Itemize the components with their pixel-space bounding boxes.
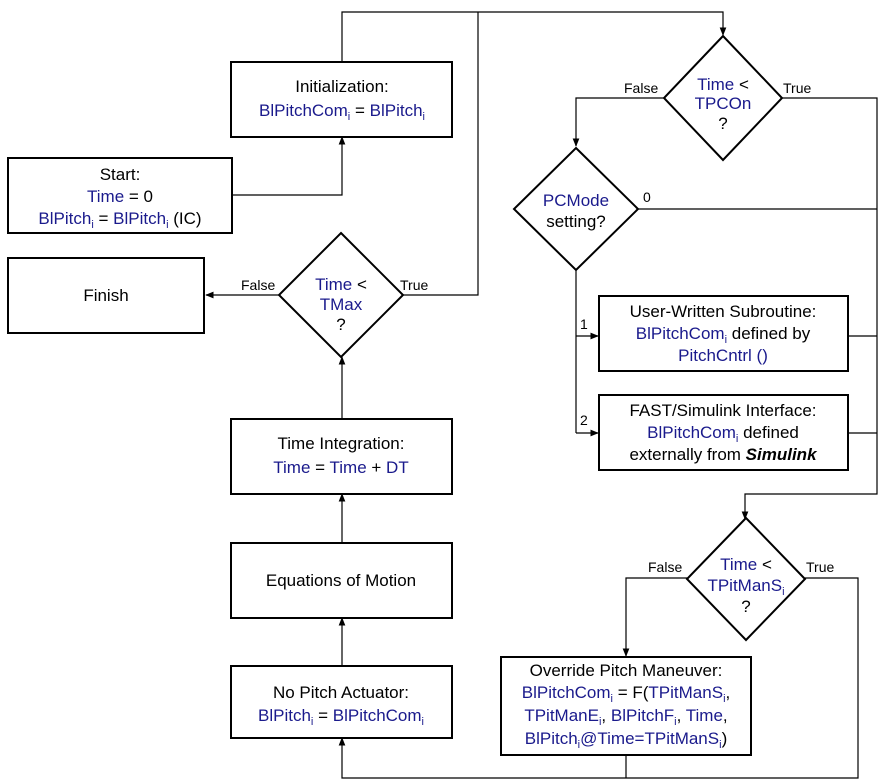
usersub-title: User-Written Subroutine: xyxy=(630,302,817,321)
tpitman-line1: Time < xyxy=(720,555,772,574)
start-line2: BlPitchi = BlPitchi (IC) xyxy=(38,209,201,231)
pcmode-line2: setting? xyxy=(546,212,606,231)
tpitman-line2: TPitManSi xyxy=(707,576,784,598)
integration-line: Time = Time + DT xyxy=(273,458,408,477)
equations-of-motion-box: Equations of Motion xyxy=(230,542,453,619)
tpitman-decision: Time < TPitManSi ? False True xyxy=(648,516,834,642)
integration-title: Time Integration: xyxy=(278,434,405,453)
tmax-line2: TMax xyxy=(320,295,363,314)
tpcon-q: ? xyxy=(718,114,727,133)
start-box: Start: Time = 0 BlPitchi = BlPitchi (IC) xyxy=(7,157,233,234)
override-line4: BlPitchi@Time=TPitManSi) xyxy=(525,729,727,751)
user-subroutine-box: User-Written Subroutine: BlPitchComi def… xyxy=(598,295,849,372)
arrow-tpitman-false xyxy=(622,577,688,657)
pcmode-decision: PCMode setting? 0 1 2 xyxy=(512,146,651,428)
arrow-init-to-tpcon xyxy=(341,11,727,62)
simulink-line3: externally from Simulink xyxy=(629,445,818,464)
no-pitch-actuator-box: No Pitch Actuator: BlPitchi = BlPitchCom… xyxy=(230,665,453,739)
equations-title: Equations of Motion xyxy=(266,571,416,590)
override-line3: TPitManEi, BlPitchFi, Time, xyxy=(524,706,727,728)
arrow-tpcon-false xyxy=(572,97,664,147)
override-line2: BlPitchComi = F(TPitManSi, xyxy=(522,683,731,705)
override-pitch-maneuver-box: Override Pitch Maneuver: BlPitchComi = F… xyxy=(500,656,752,756)
pcmode-option-2: 2 xyxy=(580,412,588,428)
arrow-tmax-true xyxy=(403,12,479,296)
finish-title: Finish xyxy=(83,286,128,305)
tpcon-line2: TPCOn xyxy=(695,94,752,113)
init-title: Initialization: xyxy=(295,77,389,96)
tmax-line1: Time < xyxy=(315,275,367,294)
tpitman-q: ? xyxy=(741,597,750,616)
usersub-line2: BlPitchComi defined by xyxy=(636,324,811,346)
arrow-start-to-init xyxy=(232,136,346,196)
time-integration-box: Time Integration: Time = Time + DT xyxy=(230,418,453,495)
nopitch-title: No Pitch Actuator: xyxy=(273,683,409,702)
pcmode-option-0: 0 xyxy=(643,189,651,205)
tpcon-line1: Time < xyxy=(697,75,749,94)
tpcon-true-label: True xyxy=(783,80,811,96)
start-title: Start: xyxy=(100,165,141,184)
tmax-true-label: True xyxy=(400,277,428,293)
simulink-title: FAST/Simulink Interface: xyxy=(629,401,816,420)
nopitch-line: BlPitchi = BlPitchComi xyxy=(258,706,424,728)
connectors xyxy=(205,11,878,779)
finish-box: Finish xyxy=(7,257,205,334)
simulink-line2: BlPitchComi defined xyxy=(647,423,799,445)
arrow-tpitman-true xyxy=(338,577,859,779)
tmax-q: ? xyxy=(336,315,345,334)
initialization-box: Initialization: BlPitchComi = BlPitchi xyxy=(230,61,453,138)
tpitman-false-label: False xyxy=(648,559,682,575)
init-line: BlPitchComi = BlPitchi xyxy=(259,101,425,123)
pcmode-option-1: 1 xyxy=(580,316,588,332)
arrow-tpcon-true xyxy=(741,97,878,520)
override-title: Override Pitch Maneuver: xyxy=(530,661,723,680)
tpitman-true-label: True xyxy=(806,559,834,575)
usersub-line3: PitchCntrl () xyxy=(678,346,768,365)
start-line1: Time = 0 xyxy=(87,187,153,206)
simulink-interface-box: FAST/Simulink Interface: BlPitchComi def… xyxy=(598,394,849,471)
tpcon-false-label: False xyxy=(624,80,658,96)
tmax-decision: Time < TMax ? False True xyxy=(241,231,428,359)
tpcon-decision: Time < TPCOn ? False True xyxy=(624,34,811,162)
pcmode-line1: PCMode xyxy=(543,191,609,210)
tmax-false-label: False xyxy=(241,277,275,293)
